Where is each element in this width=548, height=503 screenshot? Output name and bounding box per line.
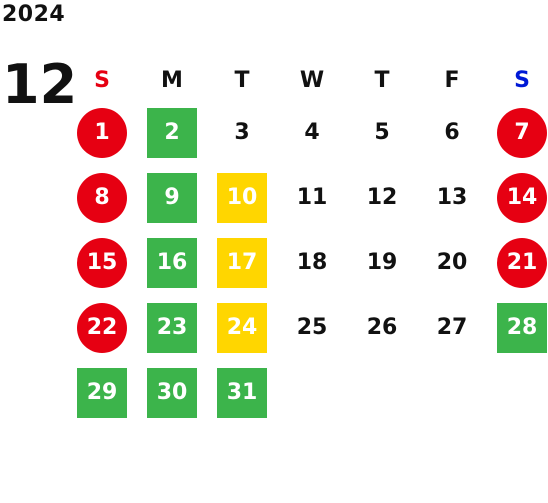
day-cell-30[interactable]: 30 (137, 360, 207, 425)
day-number: 15 (77, 237, 127, 288)
day-number: 20 (436, 250, 468, 275)
day-cell-28[interactable]: 28 (487, 295, 548, 360)
day-cell-19[interactable]: 19 (347, 230, 417, 295)
month-label: 12 (2, 53, 78, 116)
day-number: 19 (366, 250, 398, 275)
day-number: 13 (436, 185, 468, 210)
empty-cell (417, 360, 487, 425)
day-number: 5 (374, 120, 390, 145)
day-number: 14 (497, 172, 547, 223)
day-cell-8[interactable]: 8 (67, 165, 137, 230)
day-number: 4 (304, 120, 320, 145)
day-number: 31 (217, 367, 267, 418)
day-cell-26[interactable]: 26 (347, 295, 417, 360)
day-cell-27[interactable]: 27 (417, 295, 487, 360)
day-number: 23 (147, 302, 197, 353)
day-cell-10[interactable]: 10 (207, 165, 277, 230)
day-cell-14[interactable]: 14 (487, 165, 548, 230)
day-number: 9 (147, 172, 197, 223)
empty-cell (347, 360, 417, 425)
day-number: 29 (77, 367, 127, 418)
day-cell-24[interactable]: 24 (207, 295, 277, 360)
day-number: 16 (147, 237, 197, 288)
day-number: 6 (444, 120, 460, 145)
weekday-header-2: T (234, 67, 250, 93)
weekday-header-1: M (161, 67, 183, 93)
day-number: 2 (147, 107, 197, 158)
day-cell-31[interactable]: 31 (207, 360, 277, 425)
day-number: 30 (147, 367, 197, 418)
day-number: 21 (497, 237, 547, 288)
day-number: 27 (436, 315, 468, 340)
day-cell-9[interactable]: 9 (137, 165, 207, 230)
day-number: 26 (366, 315, 398, 340)
day-number: 22 (77, 302, 127, 353)
empty-cell (487, 360, 548, 425)
day-cell-21[interactable]: 21 (487, 230, 548, 295)
day-number: 11 (296, 185, 328, 210)
day-cell-17[interactable]: 17 (207, 230, 277, 295)
weekday-header-6: S (514, 67, 530, 93)
day-number: 18 (296, 250, 328, 275)
day-cell-2[interactable]: 2 (137, 100, 207, 165)
empty-cell (277, 360, 347, 425)
day-cell-4[interactable]: 4 (277, 100, 347, 165)
year-label: 2024 (2, 2, 66, 27)
day-number: 1 (77, 107, 127, 158)
day-number: 24 (217, 302, 267, 353)
day-cell-11[interactable]: 11 (277, 165, 347, 230)
day-cell-7[interactable]: 7 (487, 100, 548, 165)
day-cell-3[interactable]: 3 (207, 100, 277, 165)
day-cell-1[interactable]: 1 (67, 100, 137, 165)
weekday-header-3: W (299, 67, 325, 93)
day-cell-20[interactable]: 20 (417, 230, 487, 295)
day-cell-12[interactable]: 12 (347, 165, 417, 230)
day-cell-13[interactable]: 13 (417, 165, 487, 230)
weekday-header-4: T (374, 67, 390, 93)
day-cell-23[interactable]: 23 (137, 295, 207, 360)
weekday-header-5: F (444, 67, 460, 93)
day-number: 7 (497, 107, 547, 158)
day-cell-5[interactable]: 5 (347, 100, 417, 165)
day-number: 3 (234, 120, 250, 145)
day-number: 12 (366, 185, 398, 210)
day-cell-18[interactable]: 18 (277, 230, 347, 295)
day-number: 8 (77, 172, 127, 223)
day-cell-25[interactable]: 25 (277, 295, 347, 360)
weekday-header-0: S (94, 67, 110, 93)
day-number: 17 (217, 237, 267, 288)
day-cell-15[interactable]: 15 (67, 230, 137, 295)
day-cell-29[interactable]: 29 (67, 360, 137, 425)
day-cell-22[interactable]: 22 (67, 295, 137, 360)
day-cell-6[interactable]: 6 (417, 100, 487, 165)
day-number: 25 (296, 315, 328, 340)
day-cell-16[interactable]: 16 (137, 230, 207, 295)
day-number: 10 (217, 172, 267, 223)
day-number: 28 (497, 302, 547, 353)
